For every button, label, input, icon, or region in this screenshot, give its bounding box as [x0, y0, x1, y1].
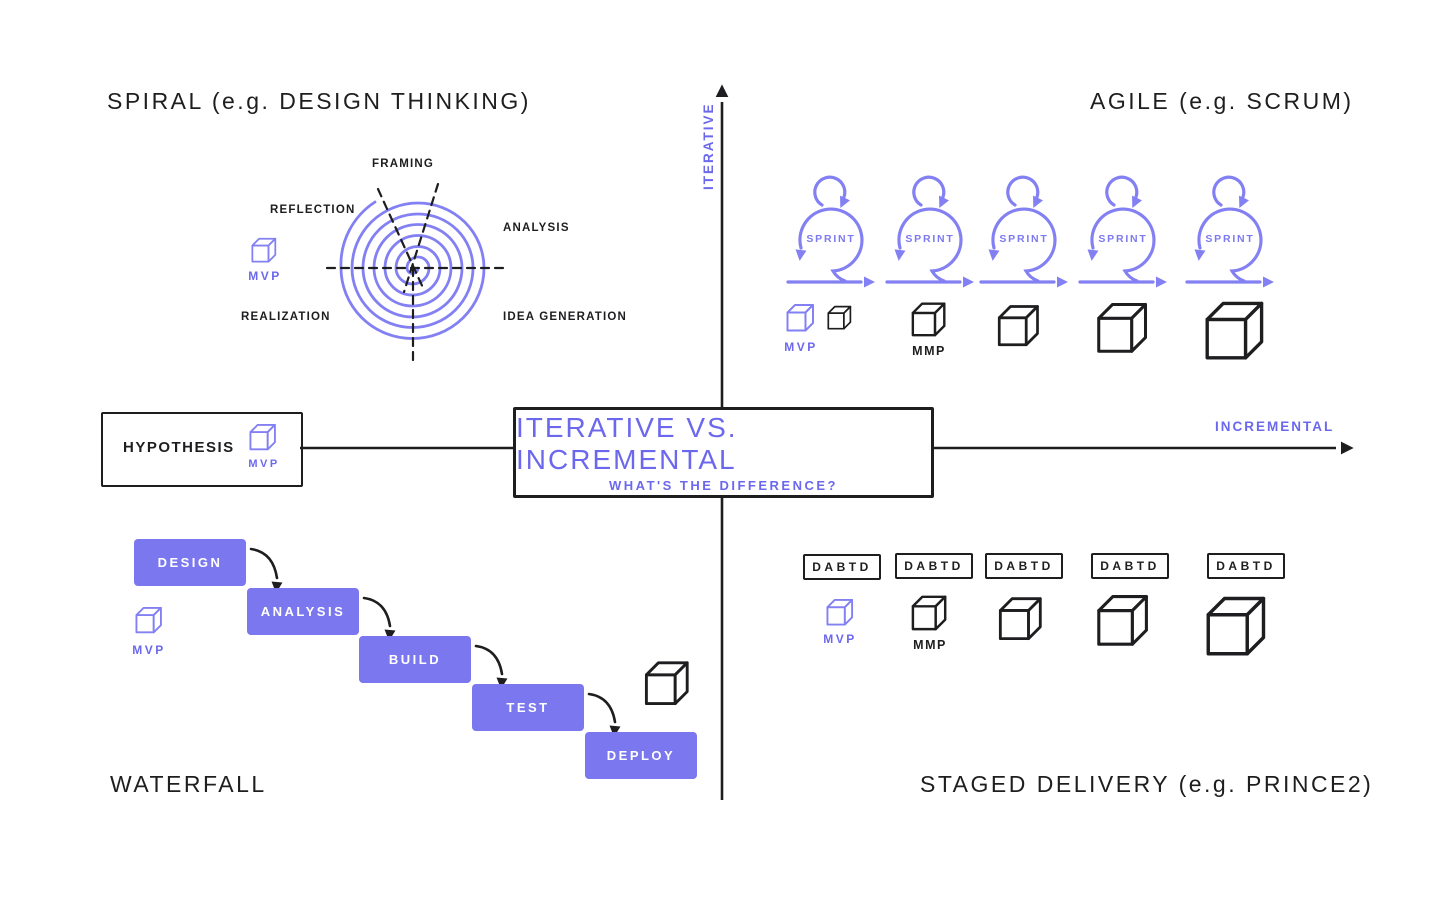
agile-cube-small	[827, 305, 852, 330]
staged-box-3: DABTD	[985, 553, 1063, 579]
staged-cube-5	[1206, 596, 1266, 656]
staged-box-2: DABTD	[895, 553, 973, 579]
staged-box-4: DABTD	[1091, 553, 1169, 579]
staged-title: STAGED DELIVERY (e.g. PRINCE2)	[920, 771, 1374, 797]
spiral-phase-realization: REALIZATION	[241, 311, 331, 323]
staged-cubes	[826, 595, 1266, 656]
waterfall-stage-analysis: ANALYSIS	[247, 588, 359, 635]
agile-cube-5	[1205, 301, 1264, 360]
waterfall-stage-test: TEST	[472, 684, 584, 731]
sprint-label-2: SPRINT	[905, 233, 955, 245]
waterfall-mvp-label: MVP	[132, 643, 166, 657]
hypothesis-box	[101, 412, 303, 487]
agile-mvp-label: MVP	[784, 340, 818, 354]
center-box: ITERATIVE VS. INCREMENTAL WHAT'S THE DIF…	[513, 407, 934, 498]
sprint-label-4: SPRINT	[1098, 233, 1148, 245]
waterfall-mvp-cube	[135, 606, 162, 634]
staged-cube-3	[998, 597, 1042, 641]
spiral-phase-analysis: ANALYSIS	[503, 222, 570, 234]
staged-cube-4	[1097, 595, 1148, 646]
waterfall-title: WATERFALL	[110, 771, 267, 797]
hypothesis-mvp-label: MVP	[248, 458, 280, 470]
incremental-axis-label: INCREMENTAL	[1215, 419, 1335, 434]
staged-mmp-cube	[911, 595, 947, 631]
spiral-mvp-cube	[251, 237, 277, 263]
staged-mvp-cube	[826, 598, 854, 626]
staged-mvp-label: MVP	[823, 632, 857, 646]
sprint-label-1: SPRINT	[806, 233, 856, 245]
staged-mmp-label: MMP	[913, 638, 947, 652]
sprint-label-3: SPRINT	[999, 233, 1049, 245]
waterfall-stage-build: BUILD	[359, 636, 471, 683]
agile-mmp-cube	[911, 302, 946, 337]
agile-cube-4	[1097, 302, 1148, 353]
agile-mmp-label: MMP	[912, 344, 946, 358]
spiral-title: SPIRAL (e.g. DESIGN THINKING)	[107, 88, 531, 114]
sprint-label-5: SPRINT	[1205, 233, 1255, 245]
waterfall-stage-deploy: DEPLOY	[585, 732, 697, 779]
staged-box-1: DABTD	[803, 554, 881, 580]
waterfall-stage-design: DESIGN	[134, 539, 246, 586]
spiral-phase-framing: FRAMING	[372, 158, 435, 170]
spiral-dashed-axes	[325, 182, 508, 364]
agile-mvp-cube	[786, 304, 814, 332]
waterfall-result-cube	[644, 661, 689, 706]
agile-title: AGILE (e.g. SCRUM)	[1090, 88, 1354, 114]
center-box-title: ITERATIVE VS. INCREMENTAL	[516, 412, 738, 475]
hypothesis-label: HYPOTHESIS	[123, 439, 235, 456]
staged-box-5: DABTD	[1207, 553, 1285, 579]
iterative-axis-label: ITERATIVE	[701, 102, 716, 190]
center-box-subtitle: WHAT'S THE DIFFERENCE?	[608, 478, 838, 493]
spiral-drawing	[251, 182, 508, 364]
waterfall-arrows	[249, 547, 621, 738]
spiral-phase-reflection: REFLECTION	[270, 204, 356, 216]
spiral-phase-idea-generation: IDEA GENERATION	[503, 311, 628, 323]
spiral-mvp-label: MVP	[248, 269, 282, 283]
agile-cubes	[786, 301, 1264, 360]
agile-cube-3	[997, 305, 1039, 347]
